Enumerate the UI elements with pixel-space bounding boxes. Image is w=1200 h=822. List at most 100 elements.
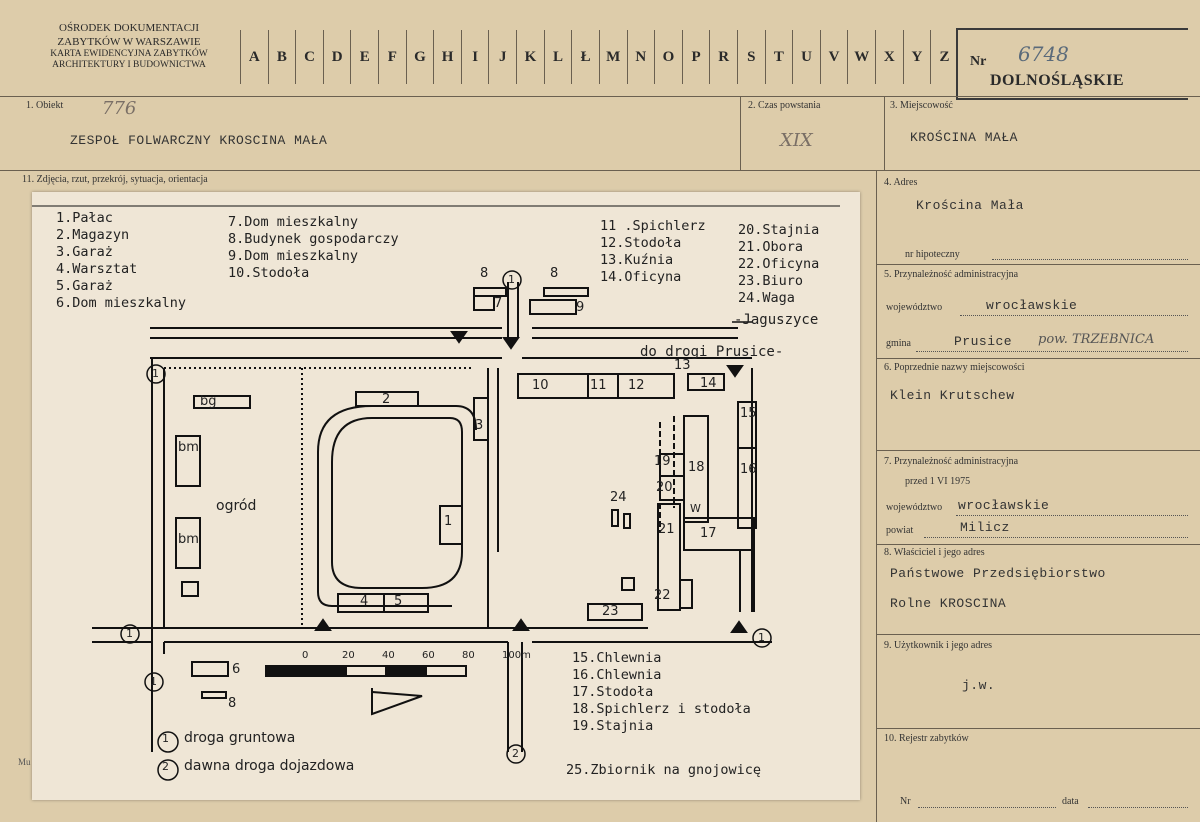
region-name: DOLNOŚLĄSKIE bbox=[990, 72, 1125, 89]
czas-label: 2. Czas powstania bbox=[748, 100, 821, 111]
road-mark-m2: 1 bbox=[508, 273, 515, 286]
building-list-entry: 24.Waga bbox=[738, 290, 795, 306]
poprzednie-value: Klein Krutschew bbox=[890, 388, 1015, 403]
site-plan-drawing bbox=[32, 205, 840, 781]
adres-value: Krościna Mała bbox=[916, 198, 1024, 213]
building-number-b14: 14 bbox=[700, 376, 717, 391]
building-list-entry: 4.Warsztat bbox=[56, 261, 138, 277]
obiekt-value: ZESPOŁ FOLWARCZNY KROSCINA MAŁA bbox=[70, 133, 328, 148]
legend-old-access-road: dawna droga dojazdowa bbox=[184, 758, 355, 774]
building-list-entry: 22.Oficyna bbox=[738, 256, 820, 272]
index-letter: F bbox=[378, 30, 406, 84]
building-list-entry: 9.Dom mieszkalny bbox=[228, 248, 359, 264]
building-list-entry: 21.Obora bbox=[738, 239, 804, 255]
building-number-b20: 20 bbox=[656, 480, 673, 495]
scale-tick-label: 100m bbox=[502, 650, 531, 661]
building-list-entry: 10.Stodoła bbox=[228, 265, 310, 281]
organization-header: OŚRODEK DOKUMENTACJI ZABYTKÓW W WARSZAWI… bbox=[18, 22, 240, 71]
building-list-entry: 23.Biuro bbox=[738, 273, 804, 289]
org-line-2: ZABYTKÓW W WARSZAWIE bbox=[57, 35, 201, 48]
building-list-entry: 3.Garaż bbox=[56, 244, 113, 260]
road-mark-m4: 1 bbox=[150, 675, 157, 688]
poprzednie-label: 6. Poprzednie nazwy miejscowości bbox=[884, 362, 1025, 373]
building-number-b3: 3 bbox=[475, 418, 484, 433]
uzytkownik-label: 9. Użytkownik i jego adres bbox=[884, 640, 993, 651]
index-letter: I bbox=[460, 30, 489, 84]
building-list-entry: 20.Stajnia bbox=[738, 222, 820, 238]
building-number-b21: 21 bbox=[658, 522, 675, 537]
index-letter: Y bbox=[902, 30, 931, 84]
wojewodztwo75-value: wrocławskie bbox=[958, 498, 1050, 513]
index-letter: V bbox=[819, 30, 848, 84]
czas-value: XIX bbox=[780, 130, 813, 151]
org-line-3: KARTA EWIDENCYJNA ZABYTKÓW bbox=[50, 49, 208, 59]
index-letter: D bbox=[322, 30, 351, 84]
building-number-b18: 18 bbox=[688, 460, 705, 475]
index-letter: E bbox=[350, 30, 378, 84]
number-box: Nr 6748 DOLNOŚLĄSKIE bbox=[956, 28, 1188, 100]
index-letter: A bbox=[240, 30, 268, 84]
index-letter: U bbox=[792, 30, 820, 84]
bm-label-2: bm bbox=[178, 532, 199, 547]
org-line-4: ARCHITEKTURY I BUDOWNICTWA bbox=[52, 60, 206, 70]
garden-label: ogród bbox=[216, 498, 257, 514]
building-number-b23: 23 bbox=[602, 604, 619, 619]
index-letter: H bbox=[433, 30, 461, 84]
legend-road-dirt: droga gruntowa bbox=[184, 730, 296, 746]
building-number-b8b: 8 bbox=[550, 266, 559, 281]
building-list-entry: 14.Oficyna bbox=[600, 269, 682, 285]
index-letter: L bbox=[543, 30, 572, 84]
scale-tick-label: 80 bbox=[462, 650, 475, 661]
building-list-entry: 5.Garaż bbox=[56, 278, 113, 294]
rejestr-label: 10. Rejestr zabytków bbox=[884, 733, 969, 744]
org-line-1: OŚRODEK DOKUMENTACJI bbox=[59, 22, 199, 34]
building-list-entry: 12.Stodoła bbox=[600, 235, 682, 251]
scale-tick-label: 40 bbox=[382, 650, 395, 661]
building-list-entry: 6.Dom mieszkalny bbox=[56, 295, 187, 311]
index-letter: S bbox=[736, 30, 765, 84]
wojewodztwo75-label: województwo bbox=[886, 502, 943, 513]
building-number-b1: 1 bbox=[444, 514, 453, 529]
building-number-b2: 2 bbox=[382, 392, 391, 407]
building-number-b19: 19 bbox=[654, 454, 671, 469]
rejestr-data-label: data bbox=[1062, 796, 1079, 807]
building-number-b22: 22 bbox=[654, 588, 671, 603]
building-list-entry: 1.Pałac bbox=[56, 210, 113, 226]
building-number-b7: 7 bbox=[494, 296, 503, 311]
index-letter: T bbox=[764, 30, 793, 84]
building-list-entry: 16.Chlewnia bbox=[572, 667, 662, 683]
legend-mark-2: 2 bbox=[162, 760, 169, 773]
przynaleznosc-label: 5. Przynależność administracyjna bbox=[884, 269, 1019, 280]
obiekt-number: 776 bbox=[102, 98, 137, 119]
miejscowosc-label: 3. Miejscowość bbox=[890, 100, 953, 111]
road-mark-m3: 1 bbox=[126, 627, 133, 640]
powiat-value: Milicz bbox=[960, 520, 1010, 535]
building-list-item25: 25.Zbiornik na gnojowicę bbox=[566, 762, 762, 778]
index-letter: W bbox=[847, 30, 875, 84]
rejestr-nr-label: Nr bbox=[900, 796, 911, 807]
nr-label: Nr bbox=[970, 54, 987, 69]
building-list-entry: 7.Dom mieszkalny bbox=[228, 214, 359, 230]
gmina-value: Prusice bbox=[954, 334, 1013, 349]
building-number-b6: 6 bbox=[232, 662, 241, 677]
building-list-entry: 11 .Spichlerz bbox=[600, 218, 706, 234]
wlasciciel-label: 8. Właściciel i jego adres bbox=[884, 547, 985, 558]
road-mark-m1: 1 bbox=[152, 367, 159, 380]
miejscowosc-value: KROŚCINA MAŁA bbox=[910, 130, 1018, 145]
adres-label: 4. Adres bbox=[884, 177, 918, 188]
building-number-b17: 17 bbox=[700, 526, 717, 541]
road-mark-m5: 1 bbox=[758, 631, 765, 644]
building-number-b15: 15 bbox=[740, 406, 757, 421]
index-letter: G bbox=[405, 30, 434, 84]
index-letter: N bbox=[626, 30, 655, 84]
building-number-b9: 9 bbox=[576, 300, 585, 315]
side-mark: Mu bbox=[18, 757, 31, 767]
wlasciciel-line-2: Rolne KROSCINA bbox=[890, 596, 1007, 611]
